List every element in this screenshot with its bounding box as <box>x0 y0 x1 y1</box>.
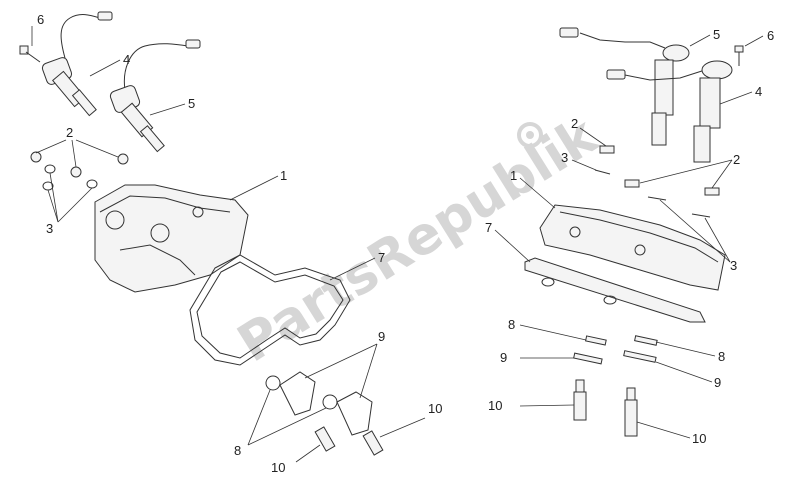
left-o-rings-8 <box>265 375 338 410</box>
callout-left-10a: 10 <box>428 401 442 416</box>
callout-right-8a: 8 <box>508 317 515 332</box>
callout-right-5: 5 <box>713 27 720 42</box>
callout-labels: 6 4 5 2 3 1 7 9 8 10 10 5 6 4 2 3 1 2 7 … <box>37 12 774 475</box>
callout-left-4: 4 <box>123 52 130 67</box>
right-o-rings-8 <box>585 335 658 346</box>
callout-right-3a: 3 <box>561 150 568 165</box>
callout-right-1: 1 <box>510 168 517 183</box>
right-valve-cover-1 <box>539 204 726 291</box>
left-bolt-6 <box>19 45 41 63</box>
left-spark-plug-seals-9 <box>279 371 373 436</box>
callout-right-7: 7 <box>485 220 492 235</box>
callout-left-9: 9 <box>378 329 385 344</box>
callout-right-9b: 9 <box>714 375 721 390</box>
right-gasket-7 <box>524 257 706 323</box>
callout-left-10b: 10 <box>271 460 285 475</box>
left-gasket-7 <box>189 254 351 366</box>
callout-right-3b: 3 <box>730 258 737 273</box>
right-spark-plugs-10 <box>573 379 638 437</box>
right-screws-2 <box>599 145 720 196</box>
callout-right-9a: 9 <box>500 350 507 365</box>
callout-right-2b: 2 <box>733 152 740 167</box>
callout-left-8: 8 <box>234 443 241 458</box>
right-washers-3 <box>594 169 711 218</box>
callout-right-10b: 10 <box>692 431 706 446</box>
right-bolt-6 <box>734 45 744 66</box>
watermark-gear-icon <box>517 122 543 148</box>
left-spark-plugs-10 <box>314 426 384 456</box>
callout-right-10a: 10 <box>488 398 502 413</box>
left-ignition-coil-5 <box>109 39 201 153</box>
left-ignition-coil-4 <box>41 11 113 117</box>
callout-left-6: 6 <box>37 12 44 27</box>
right-ignition-coil-4 <box>606 60 733 163</box>
right-leader-lines <box>494 34 764 439</box>
left-screws-2 <box>30 151 129 178</box>
left-leader-lines <box>31 26 426 463</box>
callout-right-8b: 8 <box>718 349 725 364</box>
callout-left-1: 1 <box>280 168 287 183</box>
right-spark-plug-seals-9 <box>573 350 657 365</box>
callout-right-6: 6 <box>767 28 774 43</box>
callout-left-5: 5 <box>188 96 195 111</box>
callout-left-2: 2 <box>66 125 73 140</box>
callout-left-7: 7 <box>378 250 385 265</box>
callout-right-2a: 2 <box>571 116 578 131</box>
callout-right-4: 4 <box>755 84 762 99</box>
left-valve-cover-1 <box>94 184 249 293</box>
right-ignition-coil-5 <box>559 27 690 146</box>
callout-left-3: 3 <box>46 221 53 236</box>
